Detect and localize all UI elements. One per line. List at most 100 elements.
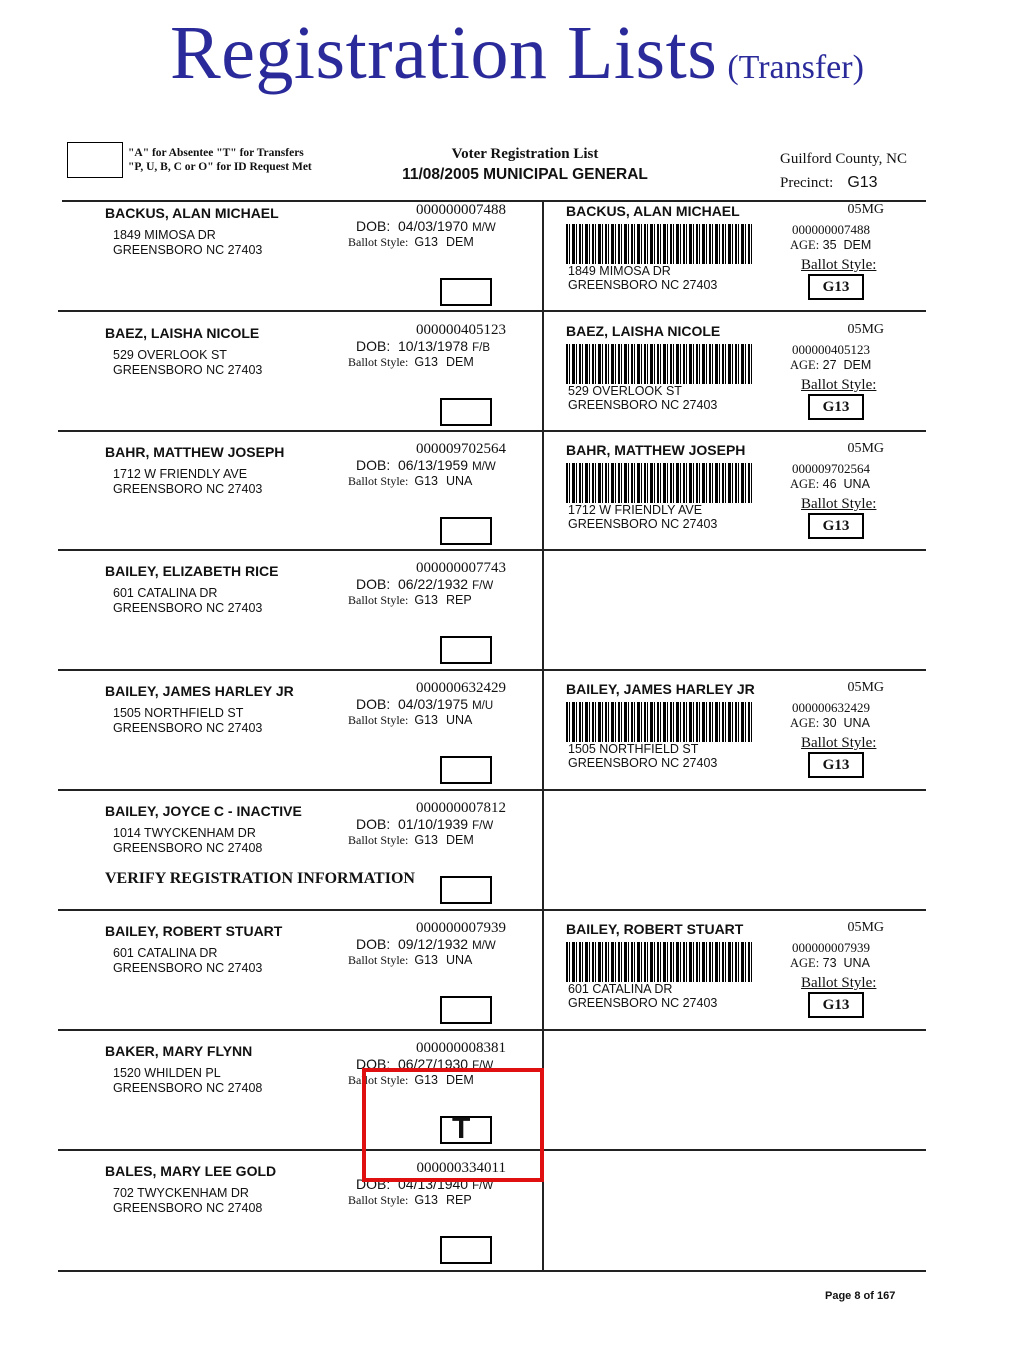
address-line-2: GREENSBORO NC 27403	[113, 482, 263, 496]
signature-checkbox[interactable]	[440, 278, 492, 306]
ballot-style-value: G13	[414, 235, 438, 249]
ballot-style-value: G13	[414, 1073, 438, 1087]
signature-checkbox[interactable]	[440, 1236, 492, 1264]
voter-record: BAHR, MATTHEW JOSEPH 1712 W FRIENDLY AVE…	[0, 441, 1024, 561]
dob-label: DOB:	[356, 696, 391, 712]
dob-value: 01/10/1939	[398, 816, 469, 832]
ballot-style-label: Ballot Style:	[348, 833, 409, 847]
stub-code: 05MG	[847, 680, 884, 695]
row-divider	[58, 549, 926, 551]
race-gender: F/B	[472, 342, 490, 354]
voter-id: 000000008381	[416, 1040, 506, 1056]
signature-checkbox[interactable]	[440, 876, 492, 904]
stub-name: BAILEY, ROBERT STUART	[566, 921, 744, 937]
voter-name: BAHR, MATTHEW JOSEPH	[105, 444, 285, 460]
dob-value: 10/13/1978	[398, 338, 469, 354]
dob-value: 06/13/1959	[398, 457, 469, 473]
ballot-style-label: Ballot Style:	[348, 593, 409, 607]
address-line-2: GREENSBORO NC 27408	[113, 841, 263, 855]
county-precinct: Guilford County, NC Precinct:G13	[780, 147, 907, 195]
signature-checkbox[interactable]: T	[440, 1114, 492, 1144]
title-main: Registration Lists	[170, 11, 718, 95]
dob-value: 09/12/1932	[398, 936, 469, 952]
stub-age: AGE: 35 DEM	[790, 238, 871, 253]
voter-id: 000000632429	[416, 680, 506, 696]
age-label: AGE:	[790, 358, 820, 372]
stub-ballot-style-value: G13	[808, 274, 864, 300]
voter-id: 000009702564	[416, 441, 506, 457]
stub-party: UNA	[843, 477, 870, 491]
age-label: AGE:	[790, 716, 820, 730]
barcode-icon	[566, 344, 754, 384]
race-gender: M/W	[472, 222, 496, 234]
county: Guilford County, NC	[780, 151, 907, 167]
stub-voter-id: 000000007939	[792, 940, 870, 955]
race-gender: M/W	[472, 461, 496, 473]
race-gender: F/W	[472, 820, 494, 832]
stub-code: 05MG	[847, 441, 884, 456]
stub-name: BAHR, MATTHEW JOSEPH	[566, 442, 746, 458]
age-label: AGE:	[790, 956, 820, 970]
page-number: Page 8 of 167	[825, 1290, 896, 1302]
address-line-2: GREENSBORO NC 27403	[113, 363, 263, 377]
signature-checkbox[interactable]	[440, 636, 492, 664]
stub-address-line-2: GREENSBORO NC 27403	[568, 398, 718, 412]
signature-checkbox[interactable]	[440, 517, 492, 545]
address-line-2: GREENSBORO NC 27403	[113, 243, 263, 257]
race-gender: F/W	[472, 580, 494, 592]
stub-address-line-1: 1849 MIMOSA DR	[568, 264, 671, 278]
signature-checkbox[interactable]	[440, 996, 492, 1024]
stub-age: AGE: 46 UNA	[790, 477, 870, 492]
ballot-style-value: G13	[414, 713, 438, 727]
voter-name: BAEZ, LAISHA NICOLE	[105, 325, 260, 341]
address-line-1: 1849 MIMOSA DR	[113, 228, 216, 242]
legend-text: "A" for Absentee "T" for Transfers "P, U…	[128, 146, 312, 174]
address-line-1: 702 TWYCKENHAM DR	[113, 1186, 249, 1200]
stub-party: DEM	[843, 358, 872, 372]
stub-address-line-1: 529 OVERLOOK ST	[568, 384, 682, 398]
stub-age: AGE: 73 UNA	[790, 956, 870, 971]
signature-checkbox[interactable]	[440, 756, 492, 784]
highlight-box	[362, 1068, 544, 1182]
dob-label: DOB:	[356, 218, 391, 234]
election-name: 11/08/2005 MUNICIPAL GENERAL	[402, 166, 648, 183]
ballot-style-value: G13	[414, 953, 438, 967]
voter-name: BACKUS, ALAN MICHAEL	[105, 205, 279, 221]
row-divider	[58, 1270, 926, 1272]
voter-id: 000000007939	[416, 920, 506, 936]
voter-record: BAILEY, JAMES HARLEY JR 1505 NORTHFIELD …	[0, 680, 1024, 800]
signature-checkbox[interactable]	[440, 398, 492, 426]
address-line-1: 529 OVERLOOK ST	[113, 348, 227, 362]
stub-name: BAILEY, JAMES HARLEY JR	[566, 681, 755, 697]
address-line-1: 1712 W FRIENDLY AVE	[113, 467, 248, 481]
stub-address-line-2: GREENSBORO NC 27403	[568, 756, 718, 770]
voter-id: 000000007488	[416, 202, 506, 218]
barcode-icon	[566, 942, 754, 982]
address-line-2: GREENSBORO NC 27408	[113, 1201, 263, 1215]
stub-name: BAEZ, LAISHA NICOLE	[566, 323, 721, 339]
voter-name: BALES, MARY LEE GOLD	[105, 1163, 277, 1179]
party: UNA	[445, 474, 473, 488]
age-label: AGE:	[790, 238, 820, 252]
address-line-1: 601 CATALINA DR	[113, 946, 218, 960]
row-divider	[58, 310, 926, 312]
stub-ballot-style-label: Ballot Style:	[801, 496, 877, 512]
stub-address-line-2: GREENSBORO NC 27403	[568, 517, 718, 531]
